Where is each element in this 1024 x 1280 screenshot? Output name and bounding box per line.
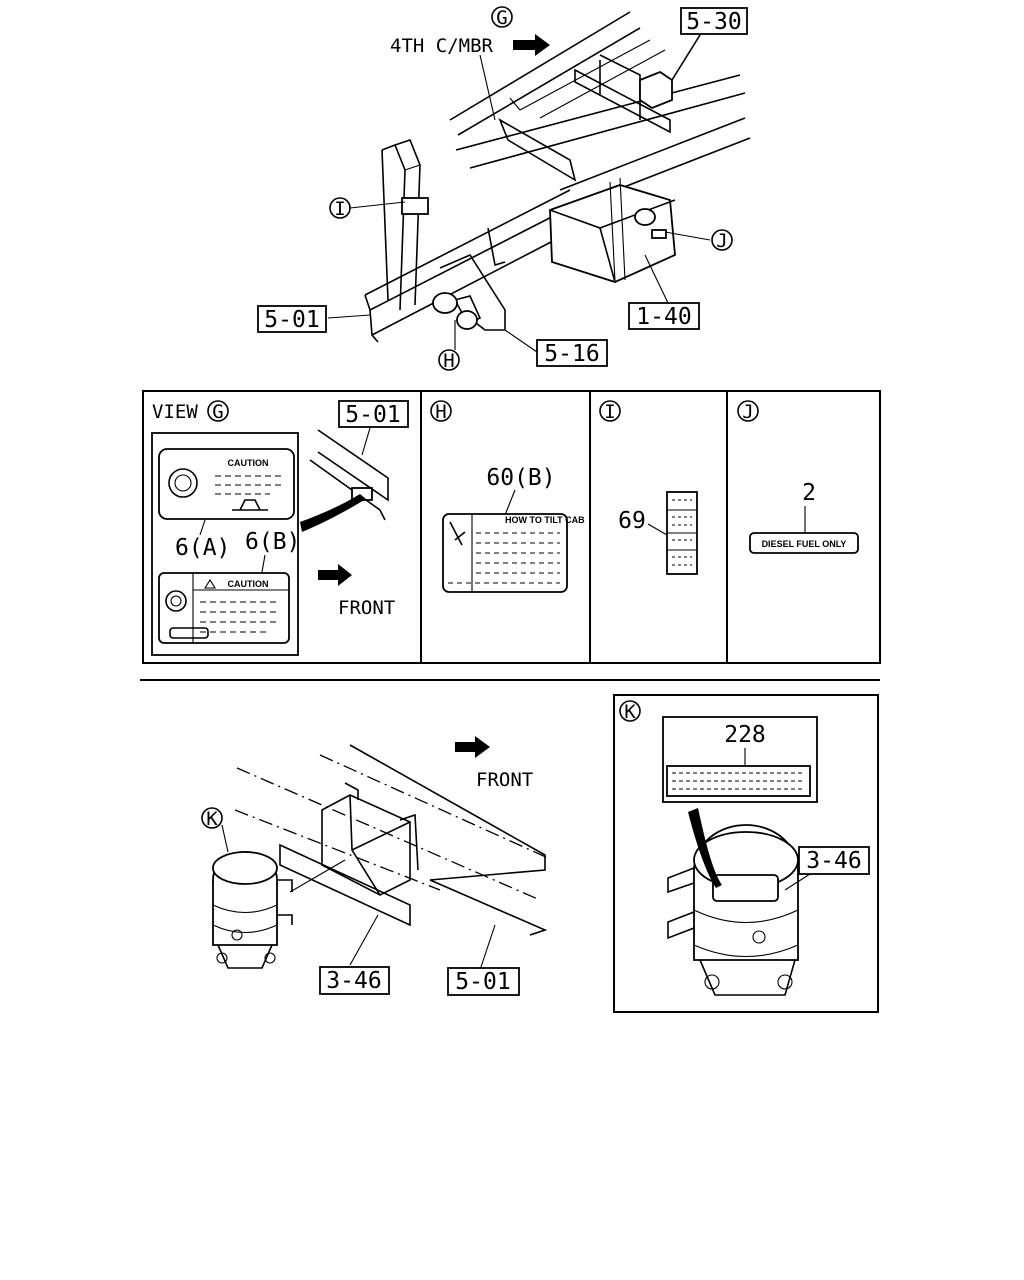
marker-h: H [438, 349, 460, 372]
marker-k-bottom: K [201, 807, 223, 830]
marker-i: I [329, 197, 351, 220]
ref-5-01-top: 5-01 [257, 305, 327, 333]
front-label: FRONT [476, 769, 533, 791]
svg-text:2: 2 [802, 480, 816, 506]
svg-text:J: J [716, 230, 727, 252]
svg-text:G: G [212, 401, 223, 423]
svg-text:CAUTION: CAUTION [228, 579, 269, 589]
top-frame-view [327, 11, 751, 353]
svg-text:DIESEL FUEL ONLY: DIESEL FUEL ONLY [762, 539, 847, 549]
svg-text:228: 228 [724, 722, 766, 748]
svg-text:5-01: 5-01 [455, 969, 510, 995]
marker-j: J [711, 229, 733, 252]
bottom-frame-view [212, 744, 549, 971]
svg-text:VIEW: VIEW [152, 401, 198, 423]
label-panels [142, 390, 881, 664]
ref-5-16: 5-16 [536, 339, 608, 367]
svg-text:6(A): 6(A) [175, 535, 230, 561]
ref-1-40: 1-40 [628, 302, 700, 330]
view-g-panel: VIEW G 5-01 CAUTION 6(A) 6(B) CAUTION [151, 400, 409, 656]
view-j-panel: J 2 DIESEL FUEL ONLY [737, 400, 859, 554]
svg-text:3-46: 3-46 [806, 848, 861, 874]
svg-text:I: I [604, 401, 615, 423]
ref-5-30: 5-30 [680, 7, 748, 35]
member-label: 4TH C/MBR [390, 35, 494, 57]
svg-text:K: K [206, 808, 218, 830]
svg-text:J: J [742, 401, 753, 423]
svg-text:G: G [496, 7, 507, 29]
svg-text:HOW TO TILT CAB: HOW TO TILT CAB [505, 515, 585, 525]
svg-text:K: K [624, 701, 636, 723]
view-i-panel: I 69 [599, 400, 698, 575]
view-h-panel: H 60(B) HOW TO TILT CAB [430, 400, 585, 593]
svg-text:5-01: 5-01 [345, 402, 400, 428]
svg-text:CAUTION: CAUTION [228, 458, 269, 468]
svg-text:I: I [334, 198, 345, 220]
svg-text:1-40: 1-40 [636, 304, 691, 330]
view-g-marker: G [491, 6, 513, 29]
svg-text:6(B): 6(B) [245, 529, 300, 555]
ref-5-01-bottom: 5-01 [447, 967, 520, 996]
svg-text:H: H [443, 350, 454, 372]
svg-text:69: 69 [618, 508, 646, 534]
svg-text:5-30: 5-30 [686, 9, 741, 35]
direction-arrow-icon [513, 34, 550, 56]
svg-text:3-46: 3-46 [326, 968, 381, 994]
ref-3-46-bottom: 3-46 [319, 966, 390, 995]
svg-text:FRONT: FRONT [338, 597, 395, 619]
svg-text:5-01: 5-01 [264, 307, 319, 333]
front-arrow-icon [455, 736, 490, 758]
svg-text:60(B): 60(B) [486, 465, 555, 491]
svg-text:5-16: 5-16 [544, 341, 599, 367]
svg-text:H: H [435, 401, 446, 423]
detail-k-panel: K 228 3-46 [613, 694, 879, 1013]
